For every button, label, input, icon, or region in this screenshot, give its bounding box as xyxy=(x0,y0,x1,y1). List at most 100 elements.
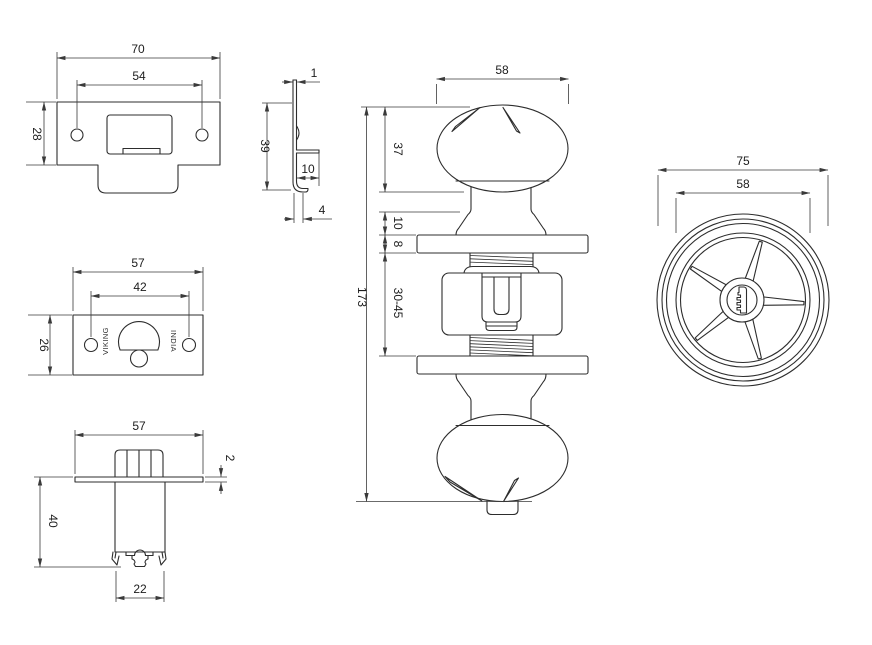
dim-strike-offset: 4 xyxy=(284,193,332,223)
dim-strike-height: 28 xyxy=(26,101,56,166)
spoke-hub xyxy=(719,277,765,323)
strike-opening xyxy=(106,114,173,155)
knob-assembly-view: 58 37 10 8 30-45 173 xyxy=(355,63,589,516)
strike-plate-side-view: 1 39 10 4 xyxy=(258,66,332,223)
curl-inner xyxy=(295,180,309,190)
curl-outer xyxy=(292,181,309,193)
dim-shank-value: 10 xyxy=(391,216,405,230)
tail-spool xyxy=(131,554,149,568)
faceplate-hole-right xyxy=(181,337,197,353)
dim-rose-thickness-value: 8 xyxy=(391,241,405,248)
flare-upper-left xyxy=(455,208,472,236)
push-button xyxy=(486,500,519,516)
knob-upper-notch-right xyxy=(502,106,521,134)
flare-lower-right xyxy=(530,373,547,422)
keyhole xyxy=(736,286,748,314)
dim-knob-height: 37 xyxy=(382,106,405,193)
rose-inner-ring xyxy=(665,222,821,378)
dim-rose-thickness: 8 xyxy=(382,234,405,254)
knob-inner-circle xyxy=(679,236,807,364)
latch-tube-body xyxy=(114,481,166,553)
strike-plate-outline xyxy=(56,101,221,194)
rose-outer-ring xyxy=(656,213,830,387)
dim-rose-diameter-value: 75 xyxy=(736,154,750,168)
screw-hole-left xyxy=(70,128,84,142)
dim-front-knob-diameter-value: 58 xyxy=(736,177,750,191)
rose-middle-ring xyxy=(661,218,825,382)
knob-lower-notch-left xyxy=(444,475,483,502)
strike-plate-front-view: 70 54 28 xyxy=(26,42,221,194)
brand-text-left: VIKING xyxy=(101,327,110,355)
faceplate-hole-left xyxy=(83,337,99,353)
knob-lower-notch-right xyxy=(502,477,520,503)
dim-strike-lip-value: 10 xyxy=(301,162,315,176)
thread-hatch xyxy=(469,261,534,265)
dim-knob-height-value: 37 xyxy=(391,142,405,156)
tail-clip-right xyxy=(158,551,167,566)
dim-strike-side-height: 39 xyxy=(258,102,292,191)
dim-latchbody-depth-value: 40 xyxy=(46,514,60,528)
dim-latchbody-plate-thickness-value: 2 xyxy=(223,455,237,462)
dim-latchface-width: 57 xyxy=(72,256,204,311)
knob-front-view: 75 58 xyxy=(656,154,830,387)
flare-lower-left xyxy=(455,373,472,422)
dim-rose-diameter: 75 xyxy=(657,154,829,226)
brand-text-right: INDIA xyxy=(169,330,178,352)
dim-latchface-hole-spacing-value: 42 xyxy=(133,280,147,294)
strike-opening-notch xyxy=(122,147,161,155)
knob-lower xyxy=(436,413,569,503)
dim-latchbody-width-value: 57 xyxy=(132,419,146,433)
dim-strike-offset-value: 4 xyxy=(319,203,326,217)
dim-strike-width: 70 xyxy=(56,42,221,99)
dim-latchbody-width: 57 xyxy=(74,419,204,474)
dim-strike-lip: 10 xyxy=(296,153,320,186)
flare-upper-right xyxy=(530,208,547,236)
dim-latchbody-depth: 40 xyxy=(34,476,121,568)
thread-hatch xyxy=(469,349,534,354)
screw-hole-right xyxy=(195,128,209,142)
rose-upper xyxy=(416,234,589,254)
spindle-channel xyxy=(481,272,522,323)
dim-door-thickness-range: 30-45 xyxy=(382,252,405,357)
dim-latchbody-tail-width: 22 xyxy=(115,571,165,602)
dim-overall-length: 173 xyxy=(355,106,369,502)
thread-hatch xyxy=(469,352,534,357)
dim-strike-hole-spacing: 54 xyxy=(76,69,203,128)
spindle-collar xyxy=(463,265,540,274)
spindle-slot xyxy=(493,276,510,316)
thread-hatch xyxy=(469,343,534,347)
dim-latchface-hole-spacing: 42 xyxy=(90,280,190,337)
knob-upper-notch-left xyxy=(451,106,481,133)
plate-dimple xyxy=(295,125,300,141)
knob-outer-circle xyxy=(675,232,811,368)
latch-faceplate-edge xyxy=(74,476,204,483)
thread-hatch xyxy=(469,258,534,262)
dim-strike-hole-spacing-value: 54 xyxy=(132,69,146,83)
dim-latchface-width-value: 57 xyxy=(131,256,145,270)
dim-strike-side-height-value: 39 xyxy=(258,139,272,153)
dim-overall-length-value: 173 xyxy=(355,287,369,307)
latch-body-view: 57 2 40 22 xyxy=(34,419,237,602)
latch-bolt-pin xyxy=(129,349,149,368)
dim-latchface-height: 26 xyxy=(28,314,72,376)
dim-strike-width-value: 70 xyxy=(131,42,145,56)
keyway-collar xyxy=(726,284,758,316)
dim-strike-thickness-value: 1 xyxy=(311,66,318,80)
latch-faceplate-outline xyxy=(72,314,204,376)
knob-upper xyxy=(436,104,569,193)
dim-strike-height-value: 28 xyxy=(30,127,44,141)
thread-hatch xyxy=(469,255,534,259)
dim-knob-diameter-value: 58 xyxy=(495,63,509,77)
lock-body xyxy=(441,272,563,336)
thread-hatch xyxy=(469,340,534,344)
tail-clip-right-inner xyxy=(161,551,164,559)
dim-knob-diameter: 58 xyxy=(436,63,569,104)
thread-hatch xyxy=(469,346,534,350)
rose-lower xyxy=(416,355,589,375)
dim-front-knob-diameter: 58 xyxy=(675,177,811,233)
dim-shank: 10 xyxy=(382,211,405,236)
knob-spoke xyxy=(759,296,805,306)
latch-bolt-face xyxy=(117,321,161,351)
